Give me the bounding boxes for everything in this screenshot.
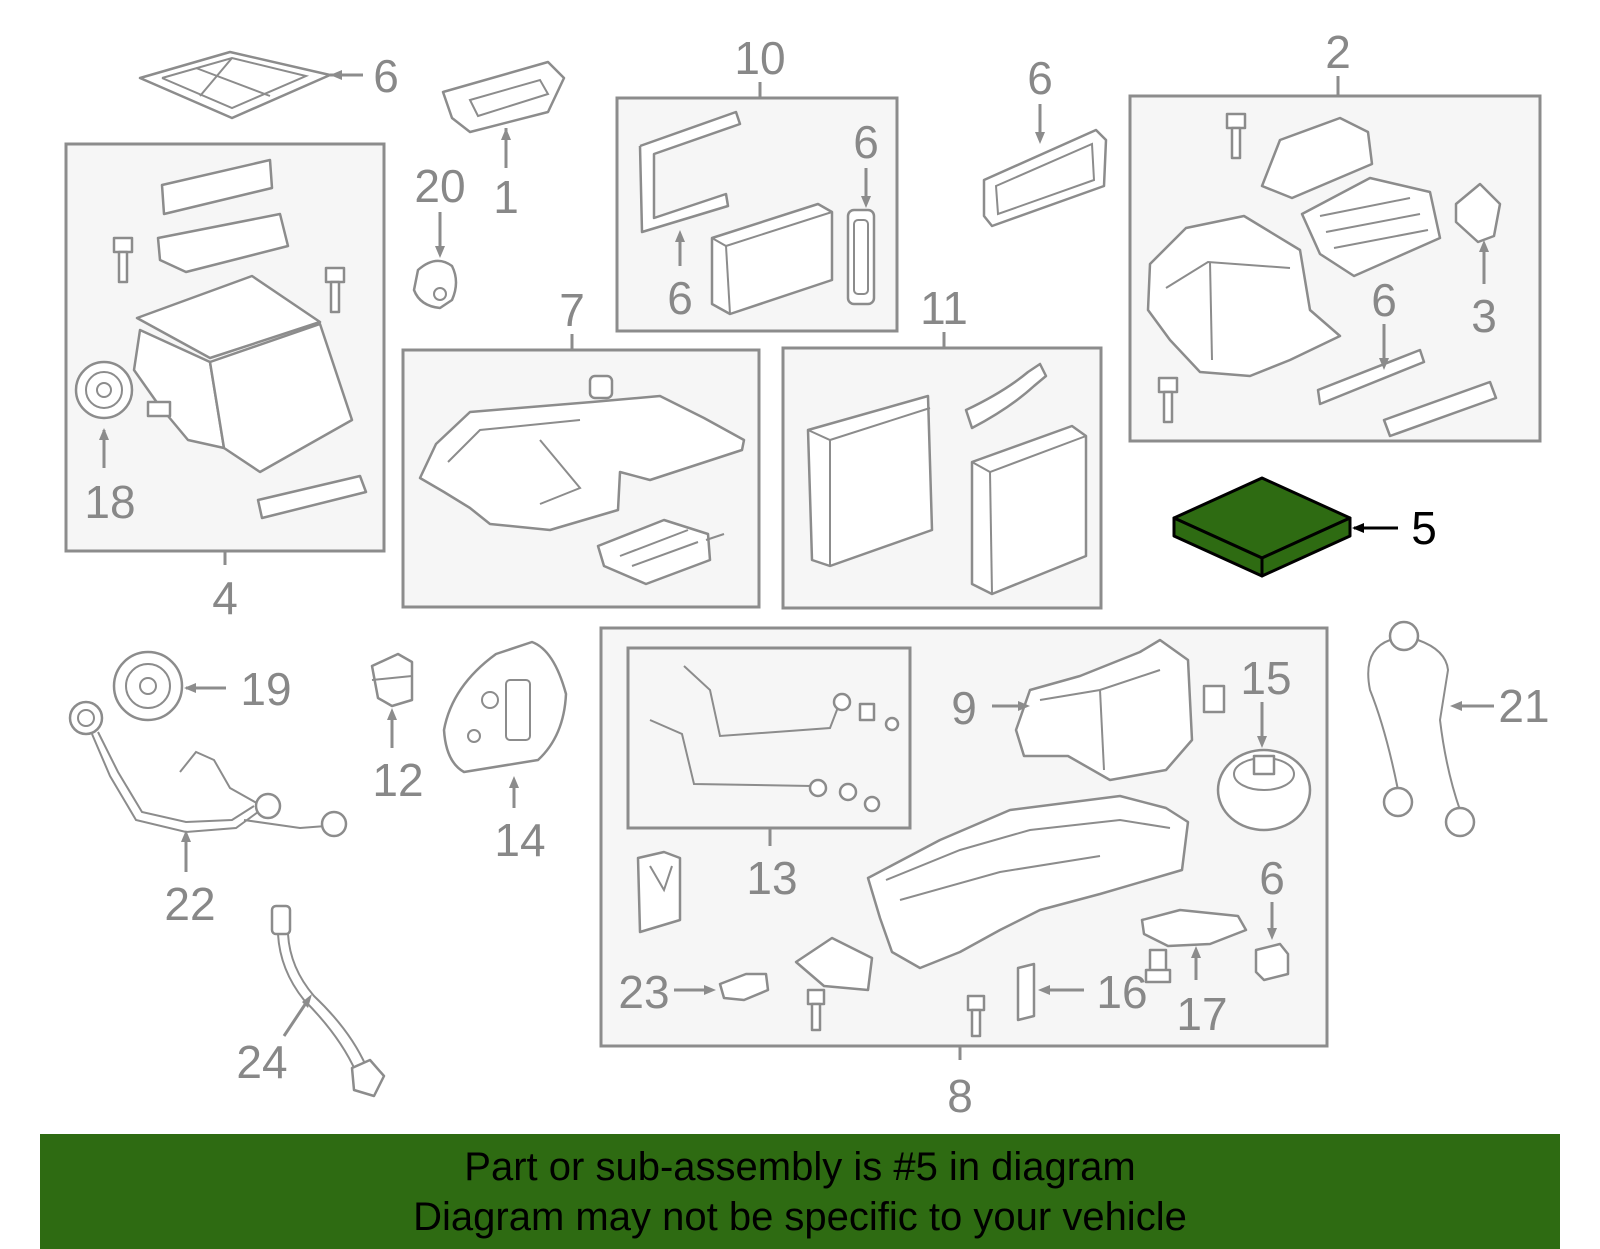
part-7-lower-case (418, 374, 746, 586)
part-8-lower-assembly (636, 794, 1190, 1038)
callout-15: 15 (1240, 652, 1291, 704)
callout-21: 21 (1498, 680, 1549, 732)
callout-6-group8: 6 (1259, 852, 1285, 904)
part-6-filter-top (138, 50, 332, 120)
part-24-drain-hose (270, 904, 386, 1098)
bolt-bottom-center (966, 994, 986, 1038)
part-9-housing (1014, 638, 1194, 782)
callout-6-group2: 6 (1371, 274, 1397, 326)
part-13-refrigerant-lines (649, 665, 900, 813)
part-10-core-and-seals (638, 110, 876, 316)
callout-1: 1 (493, 171, 519, 223)
part-18-wheel (74, 360, 134, 420)
bolt-left (112, 236, 134, 284)
callout-6-top-left: 6 (373, 50, 399, 102)
callout-19: 19 (240, 663, 291, 715)
callout-6-group10-right: 6 (853, 116, 879, 168)
callout-6-group10-left: 6 (667, 272, 693, 324)
part-1-duct (441, 60, 566, 134)
part-19-wheel (112, 650, 184, 722)
part-20-clip (412, 259, 458, 310)
callout-9: 9 (951, 682, 977, 734)
callout-13: 13 (746, 852, 797, 904)
callout-14: 14 (494, 814, 545, 866)
part-11-evaporator-heater (806, 362, 1088, 596)
part-4-case-assembly (112, 158, 368, 520)
callout-20: 20 (414, 160, 465, 212)
callout-16: 16 (1096, 966, 1147, 1018)
part-22-wire-harness (68, 700, 348, 838)
callout-11: 11 (920, 282, 968, 334)
callout-10: 10 (734, 32, 785, 84)
banner-line-part-number: Part or sub-assembly is #5 in diagram (464, 1145, 1136, 1189)
part-17-bracket (1140, 908, 1248, 948)
part-2-blower-case (1146, 112, 1502, 438)
bolt-bottom-right (1144, 948, 1172, 984)
banner-line-disclaimer: Diagram may not be specific to your vehi… (413, 1195, 1187, 1239)
part-15-blower-motor (1216, 748, 1312, 832)
part-5-cabin-air-filter (1172, 476, 1352, 578)
callout-12: 12 (372, 754, 423, 806)
callout-18: 18 (84, 476, 135, 528)
callout-5-highlighted: 5 (1411, 502, 1437, 554)
callout-23: 23 (618, 966, 669, 1018)
part-14-seal-plate (442, 640, 568, 774)
part-21-wire-harness (1367, 620, 1476, 838)
bolt-top (1225, 112, 1247, 160)
info-banner: Part or sub-assembly is #5 in diagram Di… (40, 1134, 1560, 1249)
callout-4: 4 (212, 572, 238, 624)
callout-8: 8 (947, 1070, 973, 1122)
part-6-filter-center (982, 128, 1108, 228)
part-23-fitting (718, 972, 770, 1002)
callout-2: 2 (1325, 26, 1351, 78)
part-6-small-block (1254, 942, 1290, 982)
bolt-right (324, 266, 346, 314)
callout-24: 24 (236, 1036, 287, 1088)
part-12-sensor (370, 652, 414, 708)
bolt-bottom-left (806, 988, 826, 1032)
callout-22: 22 (164, 878, 215, 930)
bolt-bottom (1157, 376, 1179, 424)
callout-7: 7 (559, 284, 585, 336)
callout-17: 17 (1176, 988, 1227, 1040)
part-blower-small-block (1202, 684, 1226, 714)
callout-6-center: 6 (1027, 52, 1053, 104)
callout-3: 3 (1471, 290, 1497, 342)
